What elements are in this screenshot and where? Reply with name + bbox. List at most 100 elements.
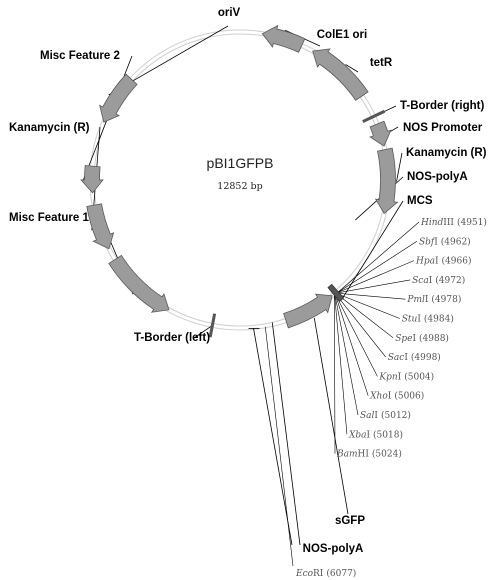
site-enzyme-italic: Pml [406,295,425,305]
site-enzyme-italic: Xho [369,392,388,402]
restriction-site-label: HindIII(4951) [420,217,487,228]
restriction-site-label: SpeI(4988) [395,333,449,344]
site-position: (4988) [419,333,449,344]
feature-nos-promoter-arrow [369,120,392,147]
site-position: (4978) [431,294,461,305]
feature-t-border-left-label: T-Border (left) [134,332,210,344]
site-leader [335,294,369,396]
mcs-leader [341,200,404,300]
restriction-site-label: KpnI(5004) [378,371,434,382]
mcs-block [327,283,345,303]
feature-kanamycin-r-right-arrow [374,147,399,215]
site-enzyme-rest: III [443,218,454,228]
feature-labels: oriV ColE1 ori tetR T-Border (right) NOS Pro… [9,7,487,555]
feature-kanamycin-r-left-label: Kanamycin (R) [9,122,90,134]
feature-arrows [80,24,399,338]
restriction-site-label: EcoRI(6077) [295,568,356,579]
site-position: (4998) [411,352,441,363]
site-enzyme-rest: I [374,411,378,421]
site-leader [338,221,420,293]
site-leader [265,326,294,567]
site-enzyme-italic: Eco [295,569,314,579]
feature-nos-polya-bottom-leader-2 [253,328,293,546]
restriction-site-label: StuI(4984) [402,314,454,325]
site-enzyme-rest: I [435,257,439,267]
site-leader [337,260,415,293]
site-position: (5018) [373,429,403,440]
site-leader [335,294,378,377]
feature-tetr-arrow [312,48,369,101]
site-enzyme-italic: Hind [420,218,444,228]
site-leader [336,293,400,319]
site-enzyme-italic: Spe [395,334,412,344]
site-position: (6077) [326,568,356,579]
site-leader [334,295,336,454]
plasmid-name: pBI1GFPB [207,155,274,171]
site-position: (5012) [381,410,411,421]
feature-nos-polya-right-label: NOS-polyA [407,171,468,183]
site-enzyme-rest: I [366,430,370,440]
feature-nos-polya-bottom-label: NOS-polyA [303,543,364,555]
site-enzyme-italic: Xba [348,430,367,440]
site-leader [335,293,386,358]
site-position: (5006) [394,391,424,402]
feature-tetr-label: tetR [370,57,393,69]
site-enzyme-rest: I [425,295,429,305]
restriction-site-label: BamHI(5024) [336,449,402,460]
site-leader [336,293,394,339]
site-enzyme-rest: RI [313,569,324,579]
feature-t-border-left-leader [193,325,213,339]
restriction-sites: HindIII(4951)SbfI(4962)HpaI(4966)ScaI(49… [295,217,487,579]
restriction-site-label: HpaI(4966) [415,256,471,267]
site-position: (5024) [372,449,402,460]
site-enzyme-rest: I [398,372,402,382]
site-enzyme-rest: HI [358,450,370,460]
site-position: (4984) [424,314,454,325]
feature-sgfp-leader [313,317,349,515]
feature-tetr-leader [345,64,359,73]
site-position: (4972) [435,275,465,286]
site-enzyme-rest: I [388,392,392,402]
feature-kanamycin-r-left-arrow [86,203,115,250]
plasmid-size: 12852 bp [217,181,262,192]
feature-misc-feature-1-arrow [108,254,170,313]
feature-kanamycin-r-right-label: Kanamycin (R) [406,147,487,159]
site-enzyme-italic: Kpn [378,372,397,382]
restriction-site-label: ScaI(4972) [412,275,465,286]
site-enzyme-rest: I [434,237,438,247]
feature-misc-feature-2-label: Misc Feature 2 [40,50,120,62]
feature-nos-polya-bottom-leader [271,322,301,546]
feature-t-border-right-marker [362,109,386,123]
mcs-label: MCS [407,195,433,207]
feature-t-border-right-label: T-Border (right) [400,100,484,112]
site-leader [337,279,411,294]
feature-sgfp-arrow [283,293,333,329]
feature-misc-feature-2-arrow [80,165,104,194]
site-enzyme-rest: I [429,276,433,286]
restriction-site-label: XbaI(5018) [348,429,403,440]
site-enzyme-italic: Sac [388,353,405,363]
site-enzyme-italic: Sal [360,411,375,421]
site-enzyme-italic: Sbf [419,237,436,247]
feature-cole1-ori-arrow [261,24,306,53]
restriction-site-label: SacI(4998) [388,352,441,363]
site-leader [336,292,406,300]
restriction-site-label: XhoI(5006) [369,391,424,402]
site-leader [334,294,359,416]
site-enzyme-italic: Stu [402,315,418,325]
feature-oriV-label: oriV [218,7,241,19]
feature-kanamycin-r-right-leader [396,152,403,182]
feature-t-border-left-marker [208,313,217,338]
feature-cole1-ori-label: ColE1 ori [317,29,367,41]
feature-nos-promoter-label: NOS Promoter [403,122,483,134]
site-enzyme-rest: I [412,334,416,344]
site-enzyme-italic: Hpa [415,257,435,267]
site-position: (4951) [457,217,487,228]
site-enzyme-italic: Sca [412,276,429,286]
restriction-site-label: SalI(5012) [360,410,411,421]
site-enzyme-italic: Bam [336,450,358,460]
feature-sgfp-label: sGFP [335,515,365,527]
site-enzyme-rest: I [404,353,408,363]
site-position: (4966) [442,256,472,267]
